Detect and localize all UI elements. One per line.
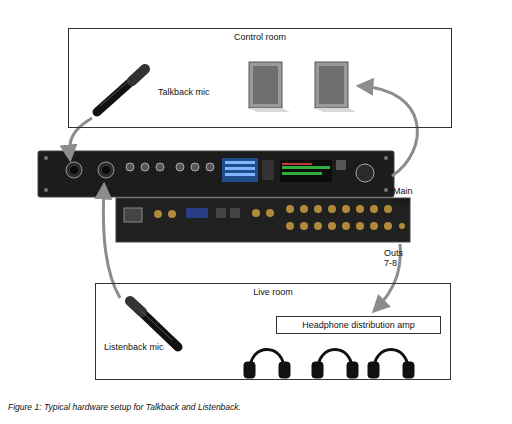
talkback-mic <box>97 69 145 112</box>
callout-label: Main outs <box>393 186 421 206</box>
interface-front-panel <box>38 151 394 197</box>
callout-label: Outs 7-8 <box>384 248 410 268</box>
room-box: Live roomHeadphone distribution amp <box>95 283 451 380</box>
callout-label: Listenback mic <box>104 342 174 352</box>
listenback-mic <box>130 301 178 347</box>
figure-caption: Figure 1: Typical hardware setup for Tal… <box>8 402 241 412</box>
interface-rear-panel <box>116 198 410 242</box>
room-title: Control room <box>69 32 451 43</box>
room-title: Live room <box>96 287 450 298</box>
box-label: Headphone distribution amp <box>277 317 440 333</box>
callout-label: Talkback mic <box>158 87 228 97</box>
equipment-box: Headphone distribution amp <box>276 316 441 334</box>
speaker-left <box>249 62 290 112</box>
speaker-right <box>315 62 356 112</box>
signal-arrows <box>70 86 418 310</box>
room-box: Control room <box>68 28 452 128</box>
headphones <box>244 350 414 379</box>
